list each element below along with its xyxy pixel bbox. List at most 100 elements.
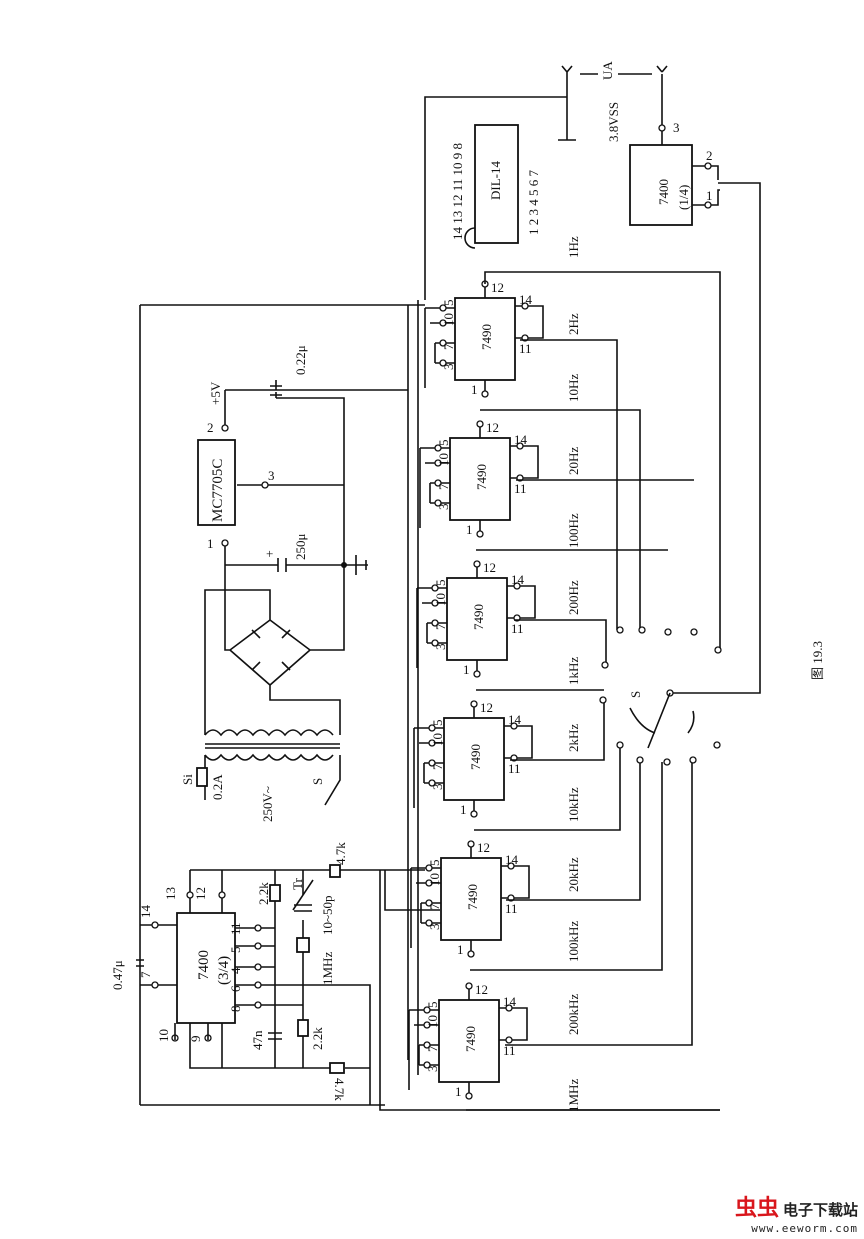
pin-7: 7 xyxy=(427,903,442,910)
switch-contact-1[interactable] xyxy=(616,626,624,634)
pin-10: 10 xyxy=(430,733,445,746)
pin-3: 3 xyxy=(436,504,451,511)
osc-pin xyxy=(151,921,159,929)
pin xyxy=(423,1021,431,1029)
switch-contact-4[interactable] xyxy=(690,628,698,636)
pin xyxy=(434,499,442,507)
pin xyxy=(476,420,484,428)
pin-1: 1 xyxy=(466,522,473,537)
pin-1: 1 xyxy=(460,802,467,817)
counter-ic xyxy=(443,717,505,801)
pin-5: 5 xyxy=(441,300,456,307)
pin xyxy=(439,359,447,367)
counter-label: 7490 xyxy=(463,1026,478,1052)
osc-pin-9: 9 xyxy=(188,1036,203,1043)
switch-contact-7[interactable] xyxy=(599,696,607,704)
pin xyxy=(425,919,433,927)
watermark-logo: 虫虫 xyxy=(734,1196,779,1221)
cap-250u-label: 250μ xyxy=(293,534,308,561)
counter-ic xyxy=(446,577,508,661)
pin xyxy=(481,390,489,398)
watermark-url: www.eeworm.com xyxy=(751,1222,858,1235)
switch-contact-6[interactable] xyxy=(601,661,609,669)
pin xyxy=(470,810,478,818)
freq-label-1mhz: 1MHz xyxy=(566,1079,581,1112)
freq-label-20hz: 20Hz xyxy=(566,447,581,475)
osc-pin-7: 7 xyxy=(138,971,153,978)
pin xyxy=(473,670,481,678)
resistor-2.2k-2 xyxy=(297,1019,309,1037)
freq-label-200khz: 200kHz xyxy=(566,994,581,1035)
osc-pin xyxy=(151,981,159,989)
resistor-4.7k-bottom xyxy=(329,1062,345,1074)
pin-14: 14 xyxy=(514,432,528,447)
gate-label: 7400 xyxy=(656,179,671,205)
resistor-2.2k-1-label: 2.2k xyxy=(256,882,271,905)
osc-pin xyxy=(254,981,262,989)
gate-fraction: (1/4) xyxy=(676,185,691,210)
switch-contact-9[interactable] xyxy=(636,756,644,764)
osc-pin xyxy=(186,891,194,899)
osc-pin-4: 4 xyxy=(228,967,243,974)
osc-pin-14: 14 xyxy=(138,905,153,919)
pin-3: 3 xyxy=(425,1066,440,1073)
pin xyxy=(428,739,436,747)
switch-arm[interactable] xyxy=(629,692,695,749)
counter-ic xyxy=(449,437,511,521)
pin-11: 11 xyxy=(503,1043,516,1058)
supply-label: 3.8VSS xyxy=(606,102,621,142)
switch-contact-3[interactable] xyxy=(664,628,672,636)
pin xyxy=(434,479,442,487)
pin-14: 14 xyxy=(503,994,517,1009)
resistor-4.7k-bottom-label: 4.7k xyxy=(332,1078,347,1101)
switch-contact-11[interactable] xyxy=(689,756,697,764)
pin-7: 7 xyxy=(433,623,448,630)
power-supply: +5V 0.22μ MC7705C 2 3 1 + 250μ Si 0.2A 2… xyxy=(139,304,425,1105)
regulator-mc7705c xyxy=(197,439,236,526)
transformer xyxy=(204,729,341,806)
pin-12: 12 xyxy=(480,700,493,715)
cap-plus: + xyxy=(266,546,273,561)
dil-top-pins: 14 13 12 11 10 9 8 xyxy=(450,143,465,240)
freq-label-1hz: 1Hz xyxy=(566,236,581,258)
counter-chain: 7490121141151073749012114115107374901211… xyxy=(407,271,721,1111)
pin-1: 1 xyxy=(706,188,713,203)
switch-contact-5[interactable] xyxy=(714,646,722,654)
freq-label-2khz: 2kHz xyxy=(566,724,581,752)
freq-label-1khz: 1kHz xyxy=(566,657,581,685)
pin xyxy=(507,862,515,870)
pin-3: 3 xyxy=(673,120,680,135)
osc-pin xyxy=(254,1001,262,1009)
pin xyxy=(473,560,481,568)
pin-14: 14 xyxy=(511,572,525,587)
switch-contact-2[interactable] xyxy=(638,626,646,634)
pin-12: 12 xyxy=(475,982,488,997)
switch-contact-10[interactable] xyxy=(663,758,671,766)
pin xyxy=(521,302,529,310)
switch-contact-12[interactable] xyxy=(713,741,721,749)
trimmer-name: Tr xyxy=(290,878,305,890)
osc-pin xyxy=(254,942,262,950)
pin xyxy=(425,899,433,907)
freq-label-10khz: 10kHz xyxy=(566,787,581,822)
pin-1: 1 xyxy=(463,662,470,677)
nand-gate-3of4 xyxy=(176,912,236,1024)
osc-pin-5: 5 xyxy=(228,947,243,954)
pin xyxy=(423,1006,431,1014)
range-switch[interactable]: S xyxy=(599,626,722,766)
pin-11: 11 xyxy=(519,341,532,356)
pin-14: 14 xyxy=(508,712,522,727)
pin xyxy=(425,864,433,872)
osc-pin-11: 11 xyxy=(228,922,243,935)
pin-1: 1 xyxy=(471,382,478,397)
switch-contact-8[interactable] xyxy=(616,741,624,749)
osc-pin-6: 6 xyxy=(228,985,243,992)
pin-5: 5 xyxy=(427,860,442,867)
pin xyxy=(467,950,475,958)
ua-label: UA xyxy=(600,61,615,80)
